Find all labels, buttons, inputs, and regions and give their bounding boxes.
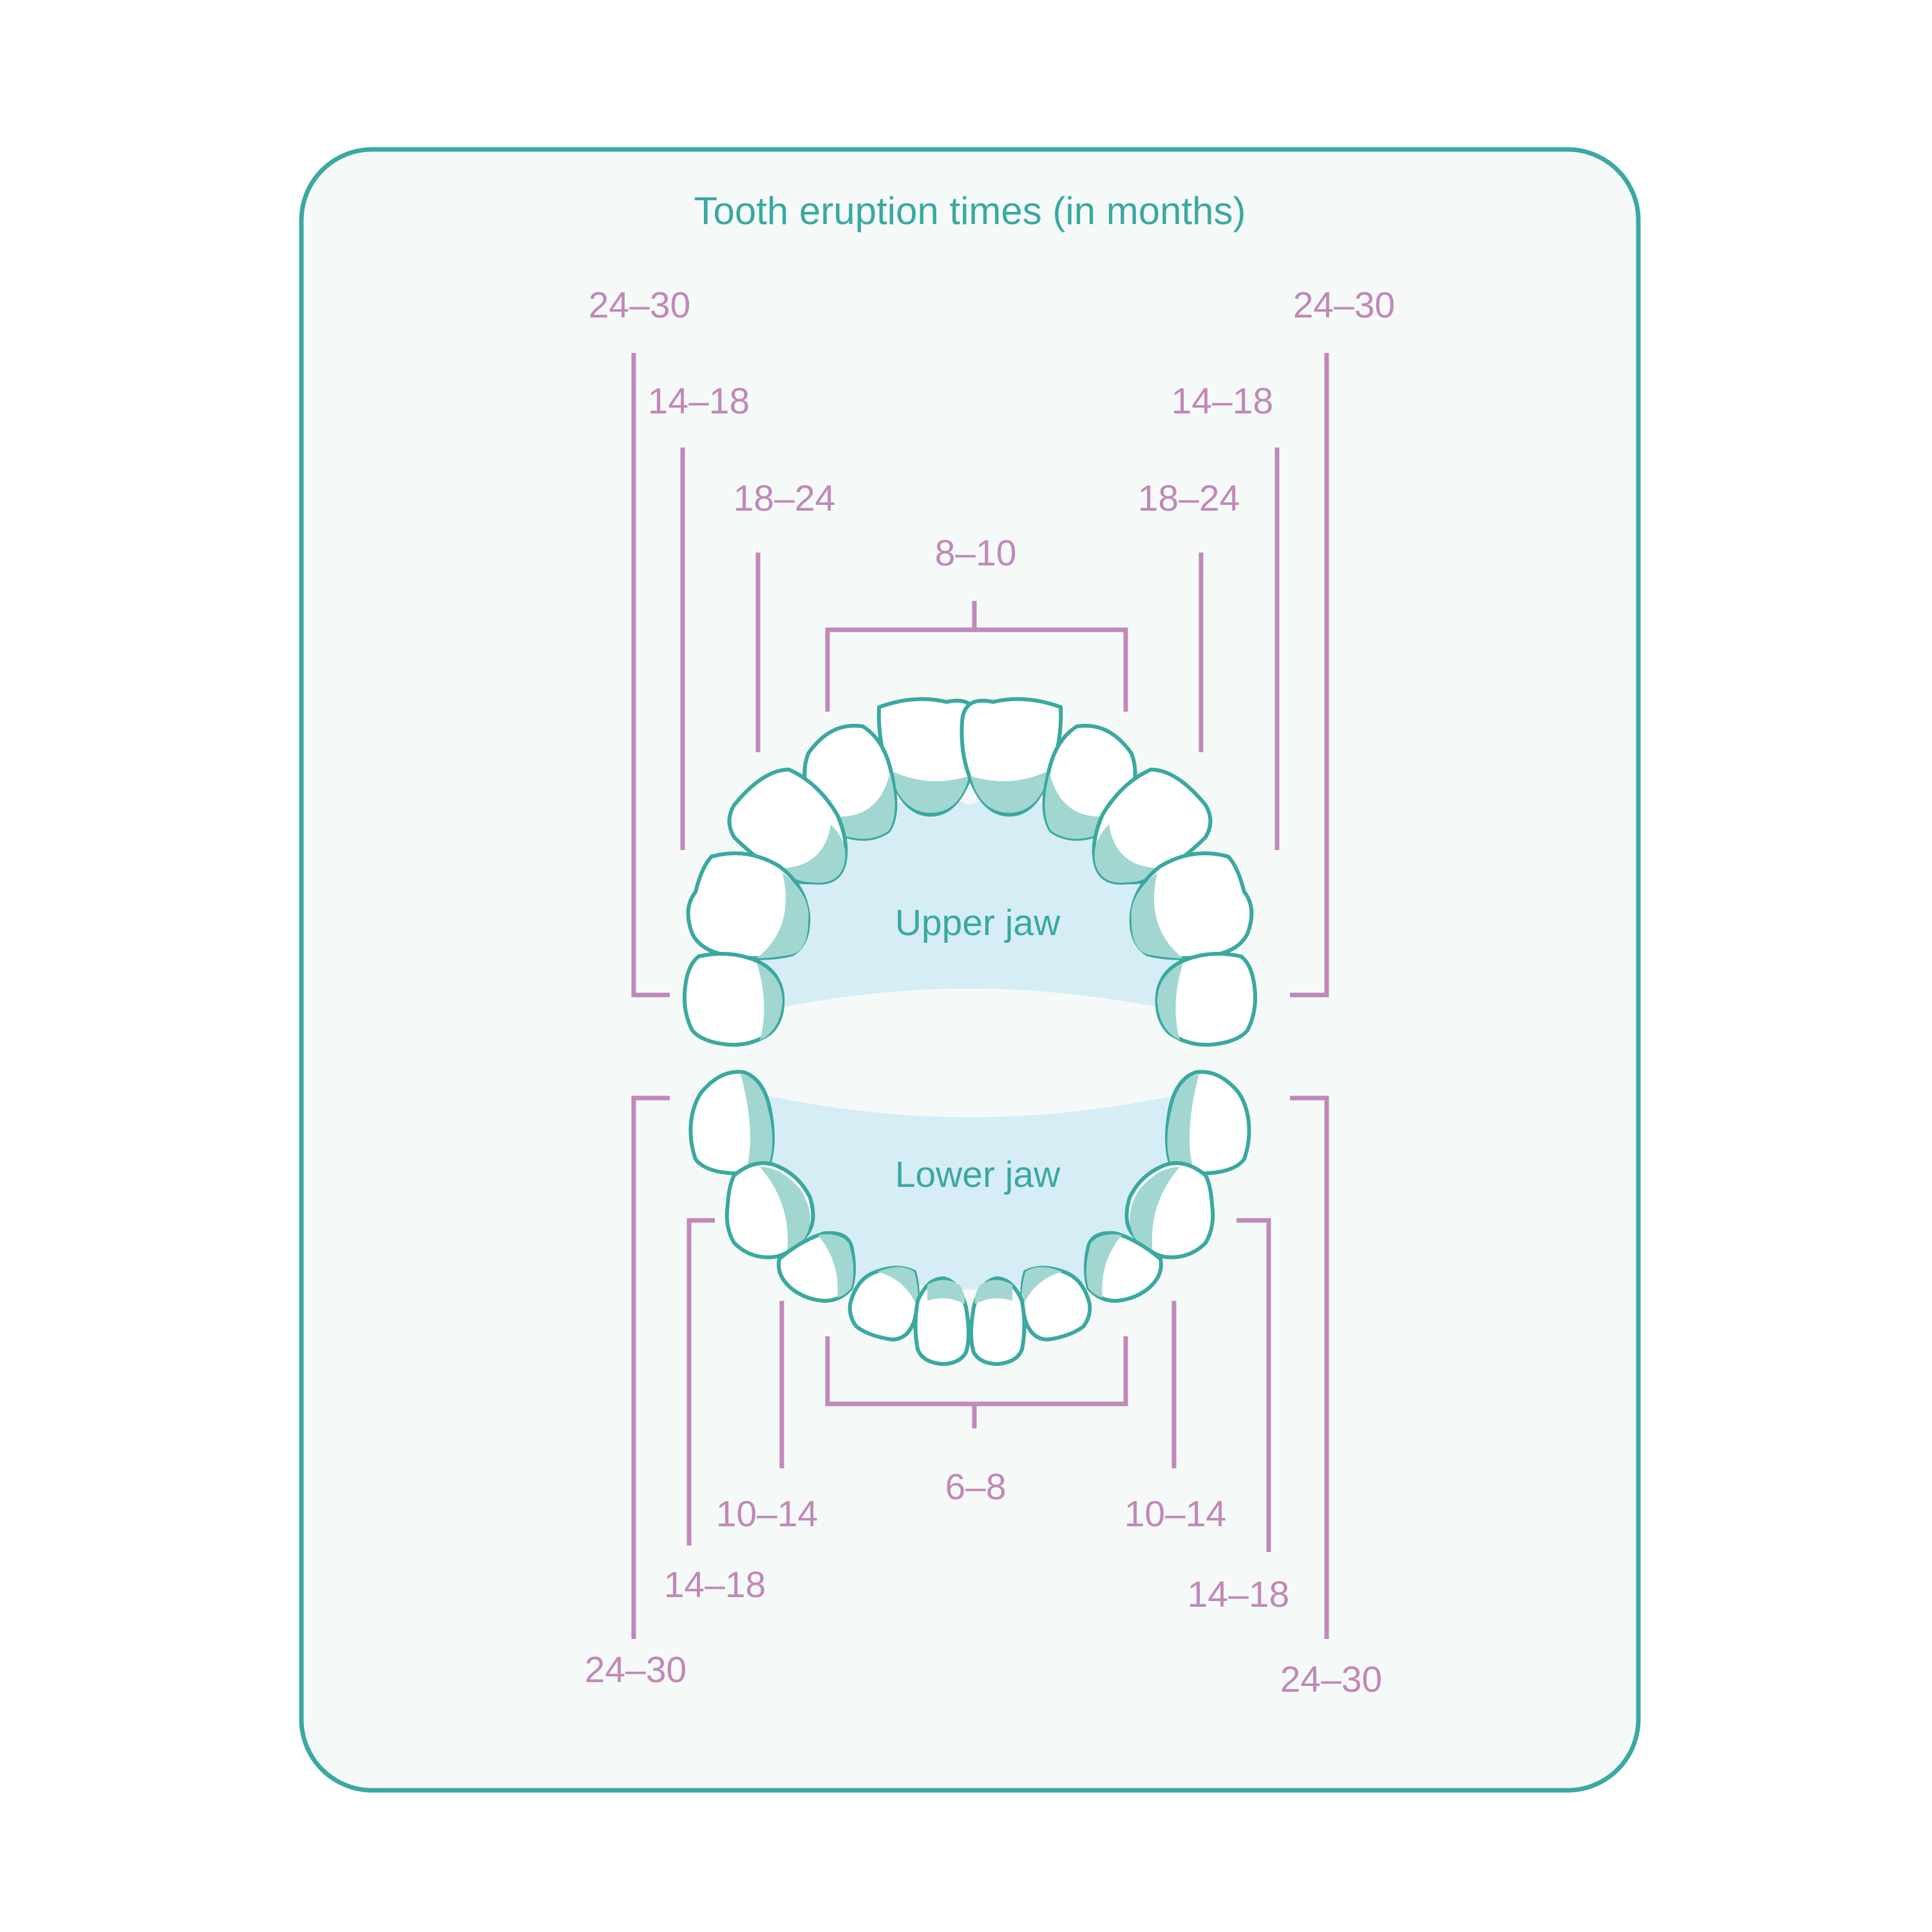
lower-second-molar-left-b: [724, 1161, 815, 1260]
label-upper-first-molar-left: 14–18: [648, 381, 750, 422]
bracket-lower-second-molar-left: [631, 1095, 670, 1639]
bracket-upper-second-molar-right: [1290, 353, 1329, 998]
lower-first-molar-right: [1084, 1231, 1163, 1303]
upper-second-molar-left-b: [682, 952, 785, 1047]
upper-second-molar-right-a: [1129, 851, 1254, 960]
label-upper-first-molar-right: 14–18: [1171, 381, 1274, 422]
bracket-upper-second-molar-left: [631, 353, 670, 998]
label-lower-central-incisors: 6–8: [945, 1466, 1006, 1508]
label-lower-first-molar-right: 14–18: [1188, 1574, 1290, 1615]
bracket-lower-second-molar-right: [1290, 1095, 1329, 1639]
lower-central-incisor-right: [969, 1276, 1027, 1366]
label-upper-second-molar-left: 24–30: [589, 285, 691, 326]
label-lower-second-molar-right: 24–30: [1280, 1659, 1383, 1700]
label-lower-lateral-incisor-left: 10–14: [716, 1493, 819, 1535]
lower-first-molar-left: [777, 1231, 856, 1303]
label-lower-lateral-incisor-right: 10–14: [1124, 1493, 1227, 1535]
upper-first-molar-left: [727, 768, 848, 885]
bracket-upper-central-incisors: [825, 601, 1128, 712]
bracket-lower-first-molar-right: [1236, 1218, 1271, 1552]
label-upper-lateral-incisor-right: 18–24: [1138, 478, 1240, 519]
label-lower-second-molar-left: 24–30: [585, 1649, 687, 1690]
upper-second-molar-right-b: [1155, 952, 1258, 1047]
bracket-lower-central-incisors: [825, 1336, 1128, 1428]
upper-teeth: [682, 697, 1258, 1047]
upper-first-molar-right: [1092, 768, 1213, 885]
upper-jaw-label: Upper jaw: [895, 902, 1061, 943]
lower-palate: [759, 1095, 1182, 1290]
bracket-lower-first-molar-left: [687, 1218, 715, 1546]
label-upper-central-incisors: 8–10: [935, 533, 1017, 574]
diagram-title: Tooth eruption times (in months): [694, 189, 1245, 232]
upper-second-molar-left-a: [686, 851, 811, 960]
lower-central-incisor-left: [913, 1276, 971, 1366]
label-upper-lateral-incisor-left: 18–24: [734, 478, 836, 519]
upper-central-incisor-left: [876, 697, 980, 817]
lower-teeth: [688, 1070, 1251, 1366]
lower-jaw-label: Lower jaw: [895, 1154, 1061, 1195]
label-upper-second-molar-right: 24–30: [1293, 285, 1396, 326]
label-lower-first-molar-left: 14–18: [664, 1564, 766, 1605]
